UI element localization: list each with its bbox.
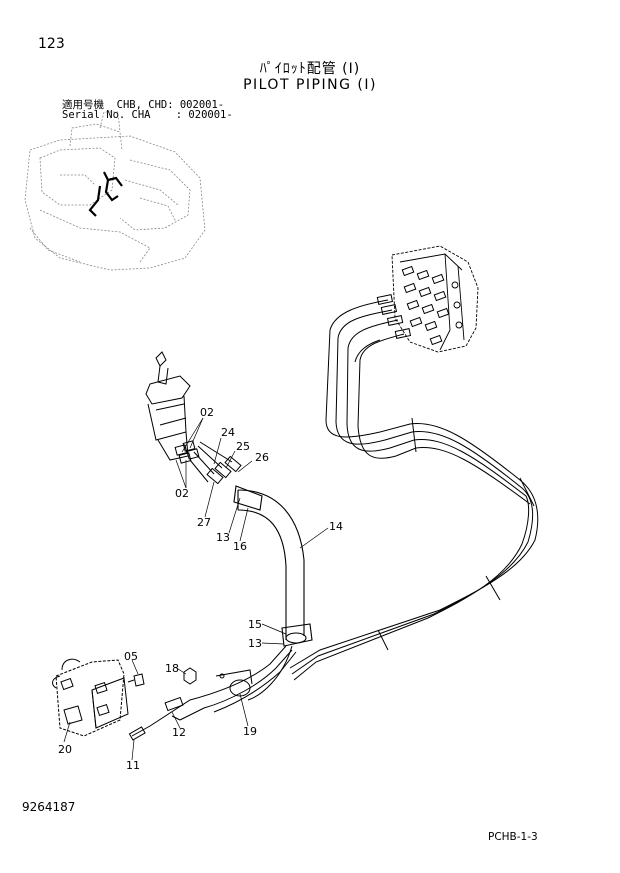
callout-25: 25: [236, 440, 250, 453]
lower-hoses: [128, 645, 297, 741]
serial-applicability-line-2: Serial No. CHA : 020001-: [62, 109, 233, 121]
callout-19: 19: [243, 725, 257, 738]
leader-lines: [63, 417, 329, 761]
pilot-valve: [145, 351, 200, 464]
title-english: PILOT PIPING (I): [243, 77, 377, 93]
callout-labels: 02 24 25 26 02 27 13 16 14 15 13 05 18 1…: [58, 406, 343, 772]
callout-13-bottom: 13: [248, 637, 262, 650]
title-japanese: ﾊﾟｲﾛｯﾄ配管 (I): [259, 61, 361, 77]
lower-valve-block: [52, 658, 129, 737]
callout-20: 20: [58, 743, 72, 756]
callout-02-bottom: 02: [175, 487, 189, 500]
pilot-valve-hoses: [189, 441, 242, 485]
pilot-hose-bundle: [289, 294, 539, 681]
fitting-18: [183, 667, 197, 685]
callout-14: 14: [329, 520, 343, 533]
machine-locator-thumbnail: [24, 111, 206, 271]
callout-15: 15: [248, 618, 262, 631]
callout-24: 24: [221, 426, 235, 439]
protective-sleeve: [233, 485, 313, 647]
callout-26: 26: [255, 451, 269, 464]
serial-applicability-line-1: 適用号機 CHB, CHD: 002001-: [62, 99, 225, 111]
callout-02-top: 02: [200, 406, 214, 419]
catalog-page-code: PCHB-1-3: [488, 831, 538, 843]
drawing-part-number: 9264187: [22, 800, 76, 814]
clamp-19: [215, 669, 253, 697]
callout-27: 27: [197, 516, 211, 529]
page-number: 123: [38, 36, 65, 52]
thumbnail-highlight-piping: [88, 171, 123, 217]
fitting-05: [127, 673, 145, 687]
callout-13-top: 13: [216, 531, 230, 544]
callout-12: 12: [172, 726, 186, 739]
callout-18: 18: [165, 662, 179, 675]
control-valve-block: [391, 245, 479, 353]
callout-11: 11: [126, 759, 140, 772]
callout-05: 05: [124, 650, 138, 663]
callout-16: 16: [233, 540, 247, 553]
